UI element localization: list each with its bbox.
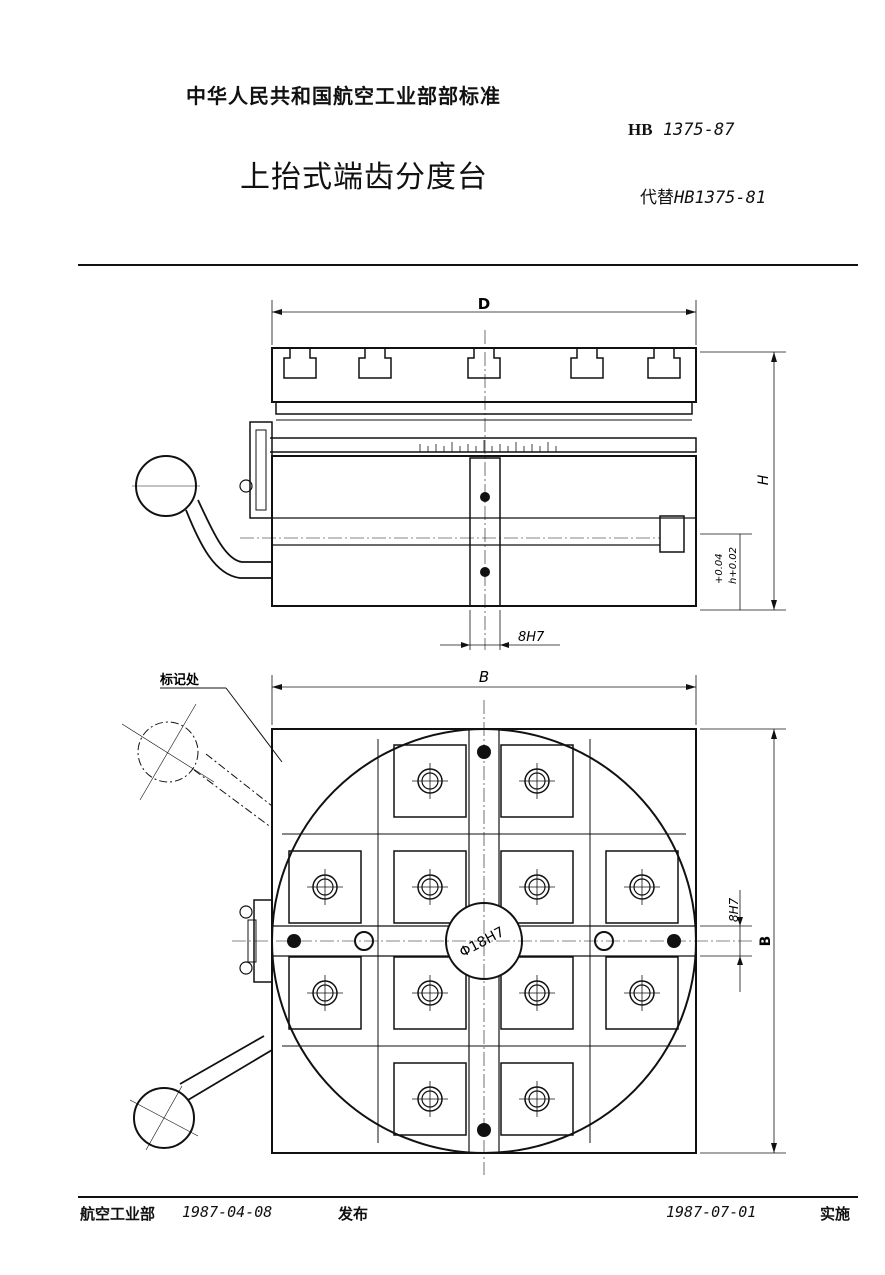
marking-label: 标记处 bbox=[159, 672, 200, 688]
tolerance-upper: +0.04 bbox=[714, 553, 725, 584]
issue-date: 1987-04-08 bbox=[182, 1203, 273, 1221]
footer: 航空工业部 1987-04-08 发布 1987-07-01 实施 bbox=[78, 1203, 858, 1229]
document-title: 上抬式端齿分度台 bbox=[240, 160, 488, 195]
issue-word: 发布 bbox=[338, 1205, 369, 1223]
standard-code-prefix: HB bbox=[628, 120, 653, 139]
replaces-number: HB1375-81 bbox=[674, 188, 767, 208]
standard-code: HB 1375-87 bbox=[628, 120, 734, 140]
effective-date: 1987-07-01 bbox=[666, 1203, 757, 1221]
header-divider bbox=[78, 264, 858, 266]
slot-width-right: 8H7 bbox=[727, 897, 741, 922]
effective-word: 实施 bbox=[820, 1205, 851, 1223]
front-view bbox=[132, 300, 786, 650]
replaces-standard: 代替HB1375-81 bbox=[640, 183, 766, 208]
dim-label-h: H bbox=[756, 474, 772, 485]
issuer: 航空工业部 bbox=[80, 1205, 156, 1223]
replaces-prefix: 代替 bbox=[640, 188, 674, 208]
dim-label-b-top: B bbox=[479, 668, 489, 686]
tolerance-lower: h+0.02 bbox=[728, 547, 739, 584]
dim-label-d: D bbox=[478, 295, 490, 313]
dim-label-b-right: B bbox=[758, 936, 774, 947]
standard-organization: 中华人民共和国航空工业部部标准 bbox=[186, 84, 501, 108]
plan-view bbox=[121, 675, 786, 1175]
footer-divider bbox=[78, 1196, 858, 1198]
slot-width-top: 8H7 bbox=[518, 630, 545, 645]
standard-code-number: 1375-87 bbox=[662, 120, 735, 140]
